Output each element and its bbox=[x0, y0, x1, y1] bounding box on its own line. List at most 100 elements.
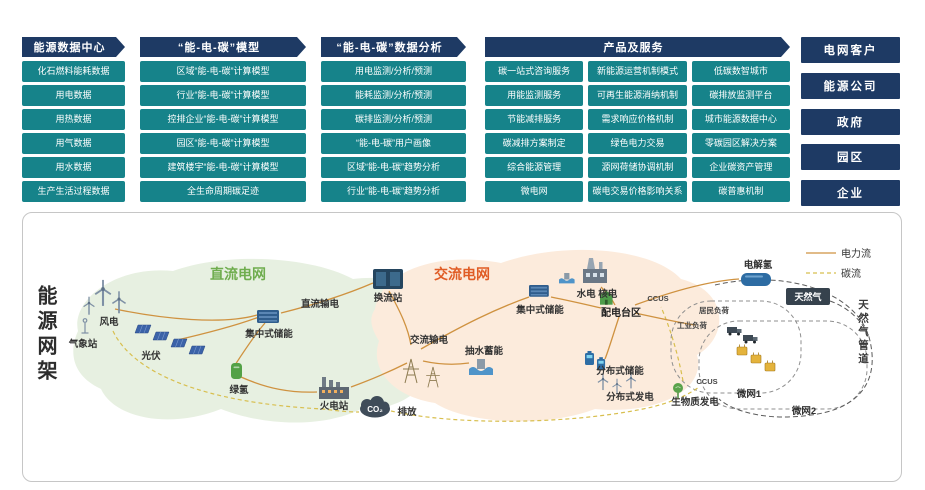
pipeline-item: 企业碳资产管理 bbox=[691, 157, 790, 178]
column-items: 化石燃料能耗数据 用电数据 用热数据 用气数据 用水数据 生产生活过程数据 bbox=[22, 61, 125, 202]
power-towers-pumped bbox=[422, 360, 470, 365]
column-header-model: “能-电-碳”模型 bbox=[140, 37, 306, 57]
central-storage-left-label: 集中式储能 bbox=[244, 328, 293, 340]
natural-gas-label: 天然气 bbox=[794, 291, 821, 302]
client-grid-customers: 电网客户 bbox=[801, 37, 900, 63]
legend: 电力流 碳流 bbox=[806, 247, 871, 280]
microgrid2-label: 微网2 bbox=[791, 405, 816, 417]
natural-gas-badge bbox=[786, 288, 830, 305]
energy-network-diagram: 直流电网 交流电网 风电 气象站 光伏 绿氢 集中式储能 直流输电 换流站 交流… bbox=[68, 247, 873, 423]
pipeline-item: 碳电交易价格影响关系 bbox=[588, 181, 687, 202]
power-pv-storage bbox=[172, 316, 260, 342]
pumped-storage-label: 抽水蓄能 bbox=[465, 345, 504, 357]
power-dist-loads bbox=[634, 312, 696, 326]
ac-grid-label: 交流电网 bbox=[434, 266, 490, 282]
dc-grid-label: 直流电网 bbox=[210, 266, 266, 282]
legend-power-label: 电力流 bbox=[841, 247, 871, 260]
power-h2-storage bbox=[234, 322, 266, 366]
microgrid1-label: 微网1 bbox=[736, 388, 762, 400]
transformer-icon bbox=[736, 344, 748, 356]
pipeline-column-analysis: “能-电-碳”数据分析 用电监测/分析/预测 能耗监测/分析/预测 碳排监测/分… bbox=[321, 37, 466, 202]
central-storage-right-label: 集中式储能 bbox=[515, 304, 564, 316]
client-government: 政府 bbox=[801, 108, 900, 135]
pipeline-item: 能耗监测/分析/预测 bbox=[321, 85, 466, 106]
ccus-top-label: CCUS bbox=[647, 294, 668, 303]
carbon-line-left bbox=[112, 330, 360, 413]
client-park: 园区 bbox=[801, 144, 900, 171]
pipeline-item: 需求响应价格机制 bbox=[588, 109, 687, 130]
carbon-line-ccus bbox=[660, 306, 684, 382]
power-thermal-towers bbox=[350, 362, 408, 388]
pipeline-item: 微电网 bbox=[485, 181, 584, 202]
gas-pipeline-label: 天然气管道 bbox=[857, 299, 869, 367]
pipeline-item: 节能减排服务 bbox=[485, 109, 584, 130]
transformer-icon bbox=[750, 352, 762, 364]
pipeline-item: 用电数据 bbox=[22, 85, 125, 106]
products-grid: 碳一站式咨询服务 新能源运营机制模式 低碳数智城市 用能监测服务 可再生能源消纳… bbox=[485, 61, 790, 202]
pipeline-item: 行业“能-电-碳”计算模型 bbox=[140, 85, 306, 106]
pipeline-item: 碳排监测/分析/预测 bbox=[321, 109, 466, 130]
pipeline-item: 用电监测/分析/预测 bbox=[321, 61, 466, 82]
pipeline-item: 碳普惠机制 bbox=[691, 181, 790, 202]
power-dc-transmission bbox=[280, 282, 374, 314]
wind-label: 风电 bbox=[99, 316, 119, 328]
pipeline-item: 城市能源数据中心 bbox=[691, 109, 790, 130]
electrolytic-hydrogen-tank-icon bbox=[741, 273, 771, 286]
microgrid2-zone bbox=[698, 320, 868, 410]
converter-station-label: 换流站 bbox=[374, 292, 403, 304]
pipeline-item: 新能源运营机制模式 bbox=[588, 61, 687, 82]
network-frame-title: 能源网架 bbox=[34, 285, 56, 385]
pipeline-item: 建筑楼宇“能-电-碳”计算模型 bbox=[140, 157, 306, 178]
pipeline-item: 用热数据 bbox=[22, 109, 125, 130]
pipeline-item: 用能监测服务 bbox=[485, 85, 584, 106]
carbon-line-bottom bbox=[390, 386, 700, 422]
pipeline-item: 低碳数智城市 bbox=[691, 61, 790, 82]
power-flow-lines bbox=[114, 278, 740, 393]
gas-pipeline-lines bbox=[670, 279, 873, 418]
pipeline-item: 碳一站式咨询服务 bbox=[485, 61, 584, 82]
column-items: 用电监测/分析/预测 能耗监测/分析/预测 碳排监测/分析/预测 “能-电-碳”… bbox=[321, 61, 466, 202]
central-storage-icon bbox=[257, 310, 279, 323]
solar-panel-icon bbox=[134, 324, 152, 334]
microgrid1-zone bbox=[670, 300, 802, 394]
power-storage2-dist bbox=[550, 296, 602, 309]
ac-transmission-label: 交流输电 bbox=[410, 334, 449, 346]
pipeline-column-products: 产品及服务 碳一站式咨询服务 新能源运营机制模式 低碳数智城市 用能监测服务 可… bbox=[485, 37, 790, 202]
pipeline-item: 零碳园区解决方案 bbox=[691, 133, 790, 154]
pipeline-item: 全生命周期碳足迹 bbox=[140, 181, 306, 202]
carbon-flow-lines bbox=[112, 306, 700, 422]
pipeline-item: 行业“能-电-碳”趋势分析 bbox=[321, 181, 466, 202]
pipeline-item: 园区“能-电-碳”计算模型 bbox=[140, 133, 306, 154]
truck-icon bbox=[727, 327, 742, 336]
power-h2-thermal bbox=[240, 376, 318, 393]
industrial-load-label: 工业负荷 bbox=[677, 320, 707, 330]
client-energy-company: 能源公司 bbox=[801, 72, 900, 99]
green-hydrogen-tank-icon bbox=[231, 363, 242, 379]
pipeline-item: 综合能源管理 bbox=[485, 157, 584, 178]
dc-grid-region bbox=[73, 258, 434, 423]
weather-station-label: 气象站 bbox=[68, 338, 98, 350]
residential-load-label: 居民负荷 bbox=[699, 305, 729, 315]
co2-label: CO₂ bbox=[367, 405, 383, 414]
electrolytic-hydrogen-label: 电解氢 bbox=[744, 259, 773, 271]
pipeline-item: 区域“能-电-碳”计算模型 bbox=[140, 61, 306, 82]
central-storage-icon bbox=[529, 285, 549, 297]
pipeline-item: 可再生能源消纳机制 bbox=[588, 85, 687, 106]
distribution-area-label: 配电台区 bbox=[601, 306, 641, 319]
dc-transmission-label: 直流输电 bbox=[301, 298, 340, 310]
solar-panel-icon bbox=[188, 345, 206, 355]
energy-network-frame: 直流电网 交流电网 风电 气象站 光伏 绿氢 集中式储能 直流输电 换流站 交流… bbox=[22, 212, 902, 482]
distributed-storage-icon bbox=[585, 351, 594, 365]
pipeline-item: 碳减排方案制定 bbox=[485, 133, 584, 154]
solar-panel-icon bbox=[152, 331, 170, 341]
column-header-analysis: “能-电-碳”数据分析 bbox=[321, 37, 466, 57]
solar-panel-icon bbox=[170, 338, 188, 348]
client-enterprise: 企业 bbox=[801, 180, 900, 206]
pipeline-item: 用气数据 bbox=[22, 133, 125, 154]
power-converter-towers bbox=[388, 290, 412, 346]
pipeline-item: 绿色电力交易 bbox=[588, 133, 687, 154]
pipeline-item: 源网荷储协调机制 bbox=[588, 157, 687, 178]
truck-icon bbox=[743, 335, 758, 344]
pipeline-item: 区域“能-电-碳”趋势分析 bbox=[321, 157, 466, 178]
